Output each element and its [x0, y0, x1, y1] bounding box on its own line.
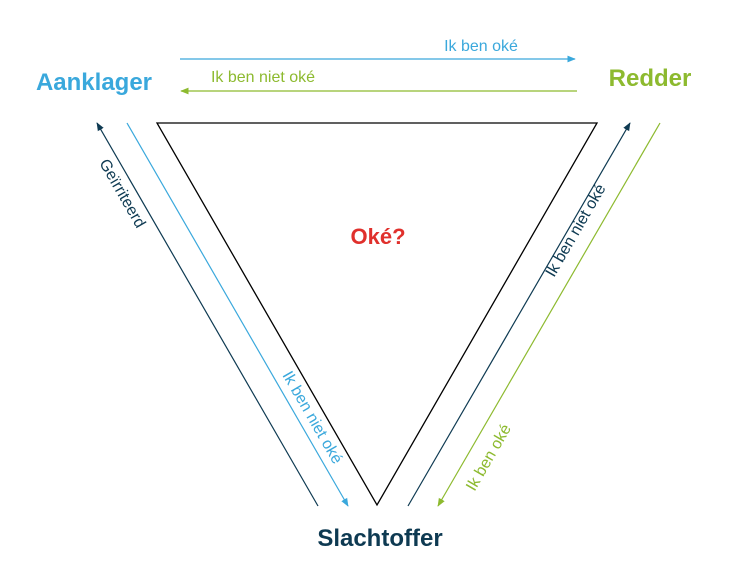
- arrow-label-left-down: Ik ben niet oké: [279, 368, 346, 467]
- arrow-rescuer-to-victim: [437, 122, 661, 507]
- arrow-victim-to-accuser: [96, 122, 319, 507]
- arrow-label-left-up: Geïrriteerd: [95, 156, 148, 231]
- center-question: Oké?: [350, 224, 405, 249]
- arrow-label-top-left: Ik ben niet oké: [211, 69, 315, 86]
- arrow-label-right-down: Ik ben oké: [463, 421, 515, 494]
- arrow-accuser-to-victim: [126, 122, 349, 507]
- role-label-accuser: Aanklager: [36, 69, 152, 96]
- drama-triangle: [155, 122, 599, 507]
- role-label-rescuer: Redder: [609, 65, 692, 92]
- arrow-victim-to-rescuer: [407, 122, 631, 507]
- role-label-victim: Slachtoffer: [317, 525, 442, 552]
- arrow-label-top-right: Ik ben oké: [444, 38, 518, 55]
- arrow-label-right-up: Ik ben niet oké: [543, 181, 610, 280]
